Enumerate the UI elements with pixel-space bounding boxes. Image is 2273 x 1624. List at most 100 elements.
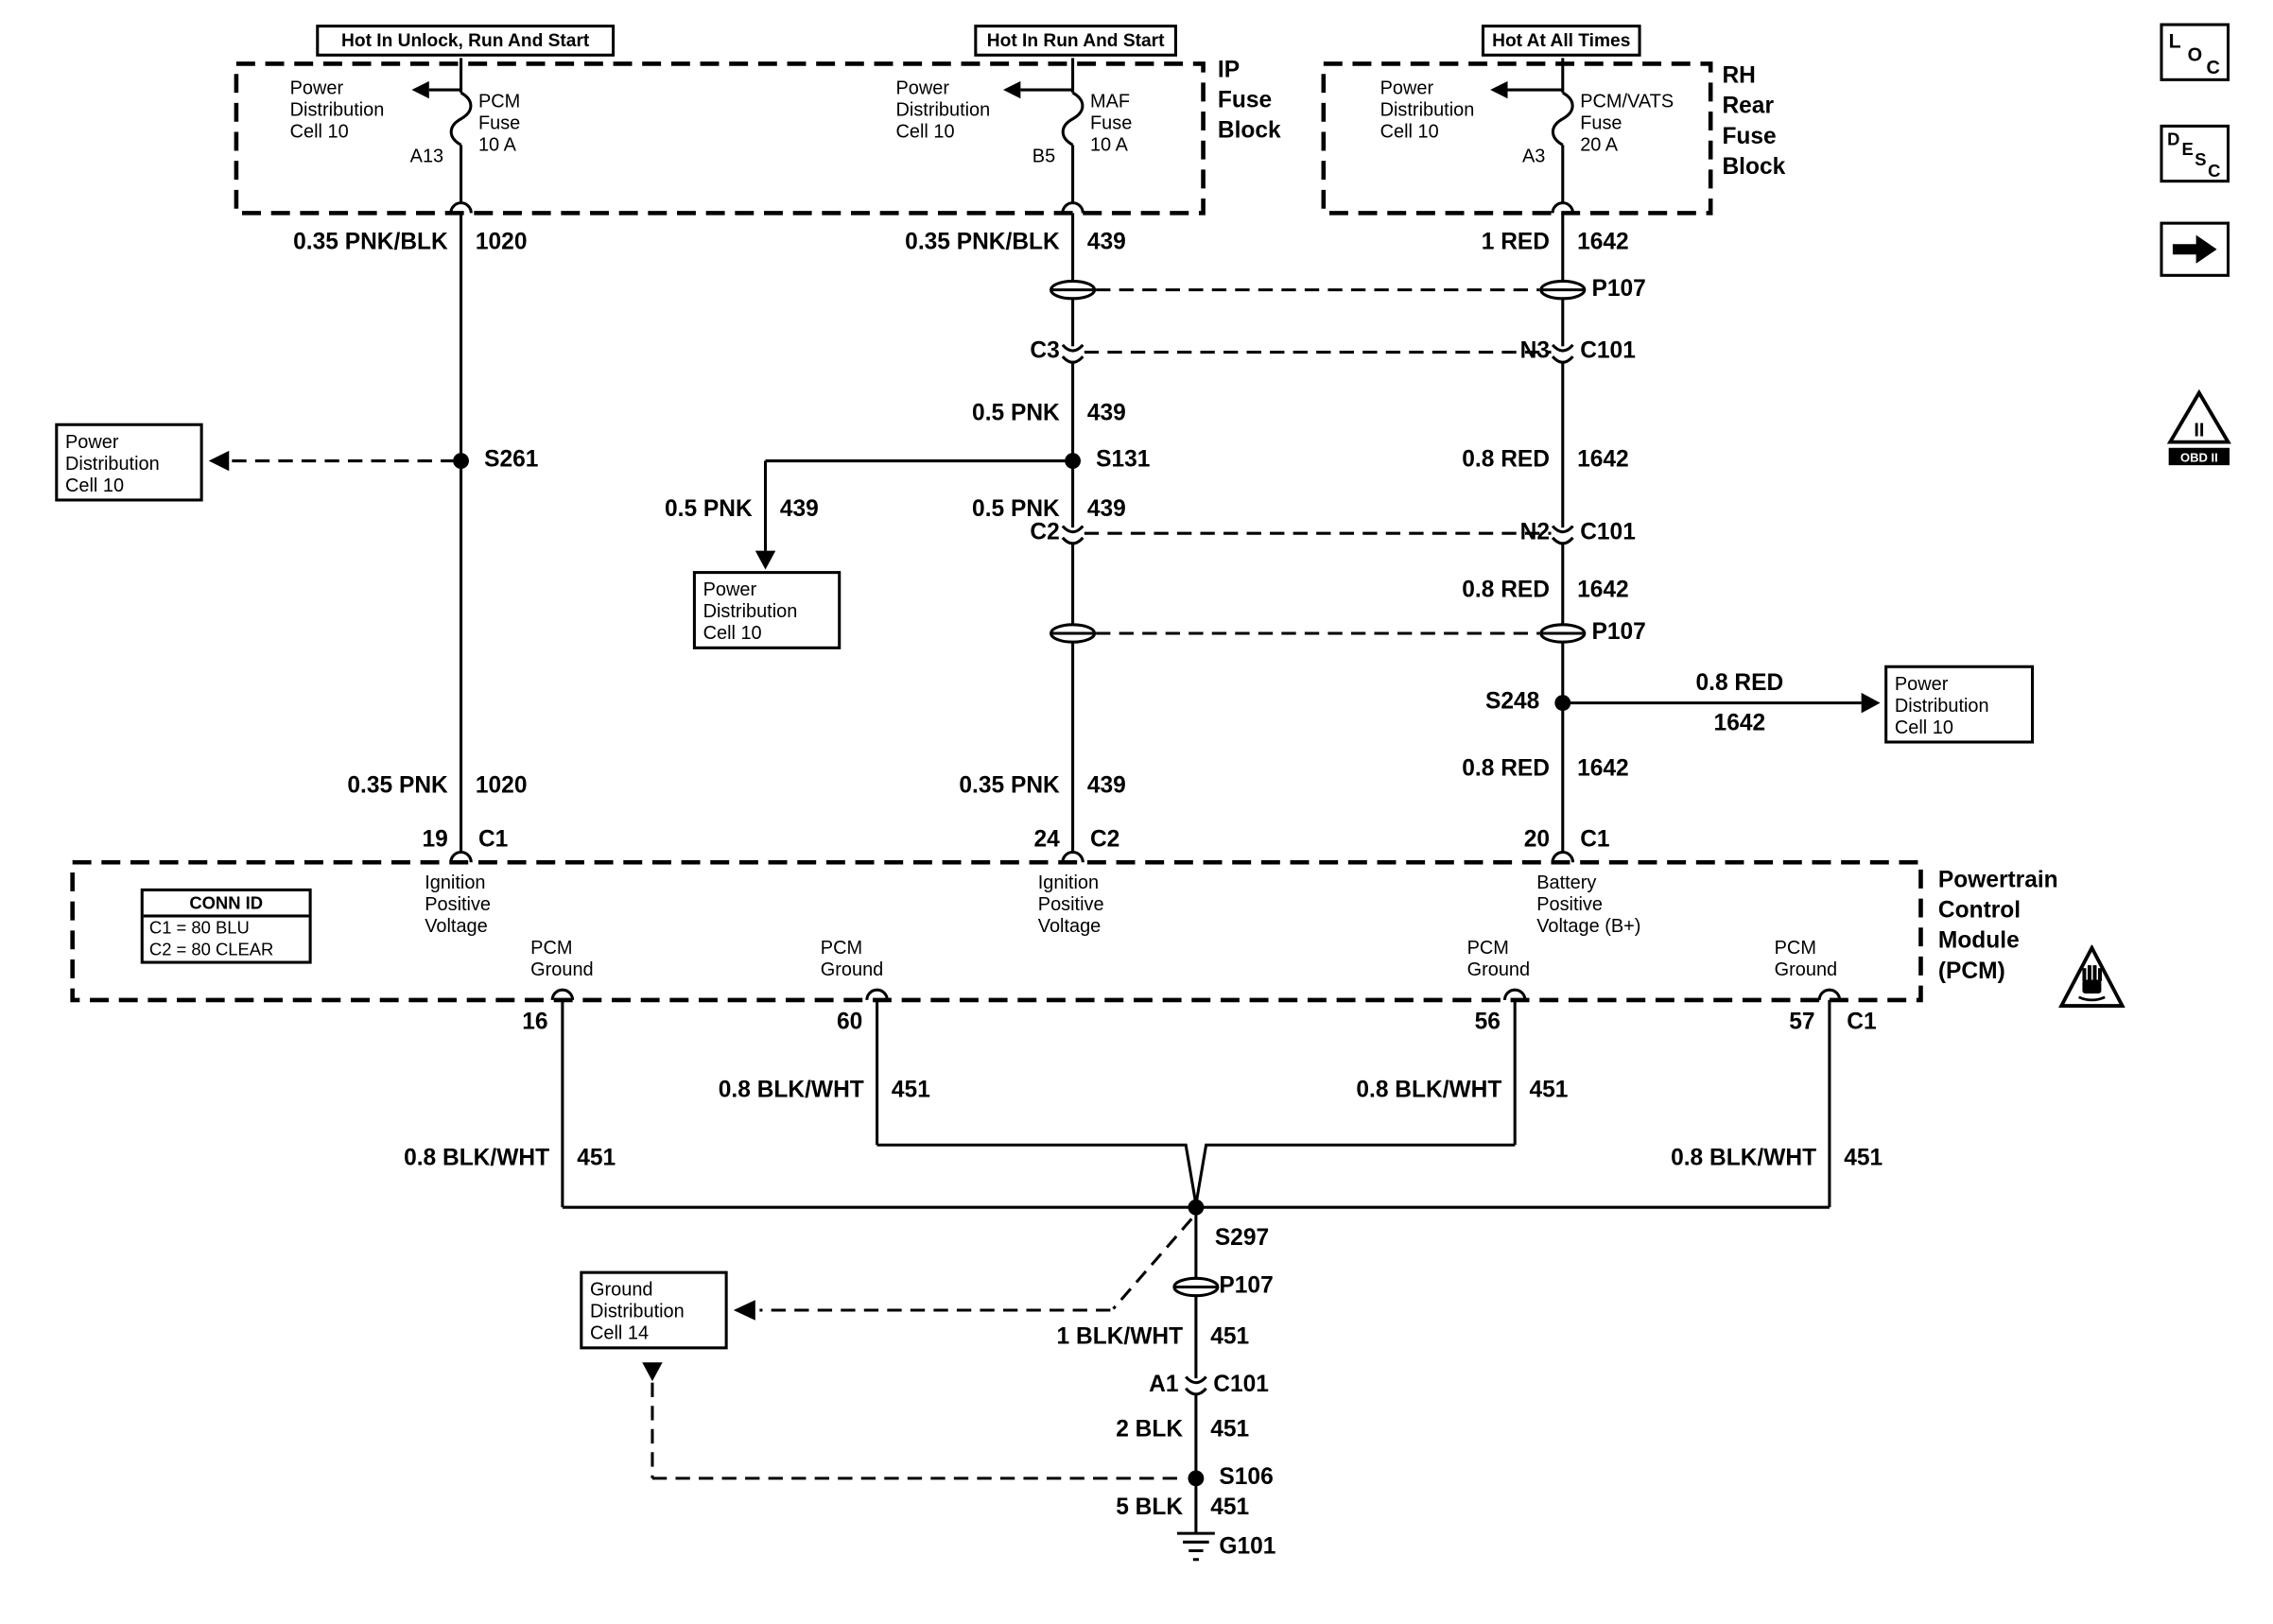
terminal-20-conn: C1 — [1580, 827, 1610, 853]
wire-circuit: 451 — [1210, 1324, 1250, 1350]
connector-p107-label-ground: P107 — [1219, 1273, 1274, 1299]
fuse3-source-label: Power Distribution Cell 10 — [1379, 77, 1475, 143]
break-c2 — [1061, 525, 1084, 545]
ref-line-s297 — [759, 1218, 1193, 1312]
desc-letter-c: C — [2208, 161, 2221, 181]
pcm-battery-voltage: Battery Positive Voltage (B+) — [1536, 871, 1641, 937]
terminal-19-pin: 19 — [422, 827, 448, 853]
wire-ground-bus — [562, 1143, 1830, 1209]
conn-id-box: CONN ID C1 = 80 BLU C2 = 80 CLEAR — [140, 888, 312, 964]
wire-circuit: 451 — [1844, 1146, 1883, 1171]
wire-gauge: 0.35 PNK — [959, 773, 1060, 799]
splice-s297-label: S297 — [1214, 1226, 1270, 1252]
wire-gauge: 0.5 PNK — [972, 496, 1060, 522]
rh-rear-fuse-block-outline — [1321, 61, 1713, 216]
loc-letter-l: L — [2168, 28, 2181, 53]
wire-gauge: 0.8 RED — [1462, 578, 1550, 603]
pcm-label: Powertrain Control Module (PCM) — [1937, 868, 2058, 985]
pcm-ignition-voltage-2: Ignition Positive Voltage — [1037, 871, 1104, 937]
fuse1-name-label: PCM Fuse 10 A — [477, 90, 521, 156]
splice-s106-label: S106 — [1219, 1465, 1274, 1491]
wire-circuit: 1642 — [1577, 756, 1629, 782]
ref-ground-distribution: Ground Distribution Cell 14 — [580, 1270, 728, 1350]
splice-s261-label: S261 — [484, 447, 539, 473]
feed-arrowhead-3 — [1490, 80, 1508, 99]
wire-circuit: 451 — [1210, 1495, 1250, 1521]
obd-ii-icon: II OBD II — [2166, 389, 2231, 466]
banner-hot-in-unlock-run-start: Hot In Unlock, Run And Start — [316, 25, 616, 57]
wire-gauge: 1 BLK/WHT — [1056, 1324, 1184, 1350]
wire-circuit: 451 — [1210, 1417, 1250, 1443]
wire-gauge: 0.35 PNK/BLK — [293, 230, 448, 255]
wire-circuit: 439 — [1086, 230, 1126, 255]
wire-gauge: 0.8 RED — [1462, 756, 1550, 782]
loc-letter-o: O — [2187, 43, 2203, 65]
terminal-16-pin: 16 — [522, 1010, 548, 1035]
fuse1-terminal-label: A13 — [409, 145, 444, 167]
terminal-60-pin: 60 — [836, 1010, 863, 1035]
s106-ref-arrowhead — [642, 1362, 663, 1382]
wire-gauge: 0.5 PNK — [972, 401, 1060, 426]
esd-warning-icon — [2058, 944, 2126, 1008]
pcm-ground-pin-label-60: PCM Ground — [820, 936, 884, 980]
fuse3-name-label: PCM/VATS Fuse 20 A — [1580, 90, 1674, 156]
wire-circuit: 1020 — [475, 773, 528, 799]
s261-ref-arrowhead — [208, 450, 230, 472]
ref-power-distribution-s261: Power Distribution Cell 10 — [55, 423, 203, 502]
wire-gauge: 0.8 BLK/WHT — [718, 1078, 864, 1103]
ref-power-distribution-s131: Power Distribution Cell 10 — [692, 571, 842, 649]
wire-circuit: 451 — [1529, 1078, 1569, 1103]
splice-s297-dot — [1188, 1199, 1205, 1216]
rh-rear-fuse-block-label: RH Rear Fuse Block — [1722, 63, 1786, 181]
wire-gauge: 5 BLK — [1116, 1495, 1184, 1521]
banner-hot-in-run-start: Hot In Run And Start — [974, 25, 1177, 57]
wire-circuit: 451 — [891, 1078, 930, 1103]
inline-connector-p107-mid — [1539, 623, 1587, 644]
fuse3-terminal-label: A3 — [1522, 145, 1546, 167]
feed-arrowhead-1 — [411, 80, 429, 99]
ref-power-distribution-s248: Power Distribution Cell 10 — [1884, 665, 2035, 744]
terminal-20-pin: 20 — [1523, 827, 1550, 853]
desc-letter-e: E — [2181, 139, 2194, 160]
connector-a1-label: A1 — [1149, 1372, 1179, 1398]
splice-s248-dot — [1554, 695, 1571, 712]
pcm-ignition-voltage-1: Ignition Positive Voltage — [425, 871, 492, 937]
break-c3 — [1061, 343, 1084, 364]
wire-gauge: 0.8 BLK/WHT — [404, 1146, 550, 1171]
break-a1 — [1184, 1375, 1208, 1396]
obd-ii-label: OBD II — [2180, 450, 2218, 464]
conn-id-row-c1: C1 = 80 BLU — [148, 917, 250, 938]
loc-icon[interactable]: L O C — [2160, 23, 2230, 81]
wire-circuit: 1642 — [1713, 711, 1766, 736]
fuse1-source-label: Power Distribution Cell 10 — [289, 77, 385, 143]
wire-gauge: 2 BLK — [1116, 1417, 1184, 1443]
wire-s131-branch — [763, 459, 1073, 551]
wire-gauge: 0.35 PNK — [347, 773, 448, 799]
splice-s261-dot — [453, 453, 469, 469]
wire-circuit: 1642 — [1577, 447, 1629, 473]
forward-arrow-glyph — [2172, 234, 2217, 264]
splice-s131-label: S131 — [1096, 447, 1151, 473]
wire-circuit: 439 — [1086, 401, 1126, 426]
wire-gauge: 0.35 PNK/BLK — [905, 230, 1060, 255]
pcm-fuse-symbol — [449, 91, 473, 147]
fuse2-terminal-label: B5 — [1032, 145, 1056, 167]
desc-letter-d: D — [2167, 129, 2180, 149]
break-n2 — [1551, 525, 1575, 545]
desc-icon[interactable]: D E S C — [2160, 124, 2230, 183]
ref-line-s106 — [651, 1382, 1187, 1480]
terminal-24-conn: C2 — [1089, 827, 1120, 853]
pcm-ground-pin-label-56: PCM Ground — [1466, 936, 1531, 980]
forward-arrow-icon[interactable] — [2160, 221, 2230, 277]
terminal-19-conn: C1 — [477, 827, 509, 853]
ip-fuse-block-outline — [234, 61, 1206, 216]
terminal-56-pin: 56 — [1474, 1010, 1501, 1035]
maf-fuse-symbol — [1061, 91, 1084, 147]
pcmvats-fuse-symbol — [1551, 91, 1574, 147]
wire-gauge: 1 RED — [1481, 230, 1550, 255]
wire-gauge: 0.8 RED — [1462, 447, 1550, 473]
inline-connector-icon-2 — [1050, 623, 1097, 644]
terminal-24-pin: 24 — [1033, 827, 1060, 853]
wire-circuit: 439 — [1086, 773, 1126, 799]
